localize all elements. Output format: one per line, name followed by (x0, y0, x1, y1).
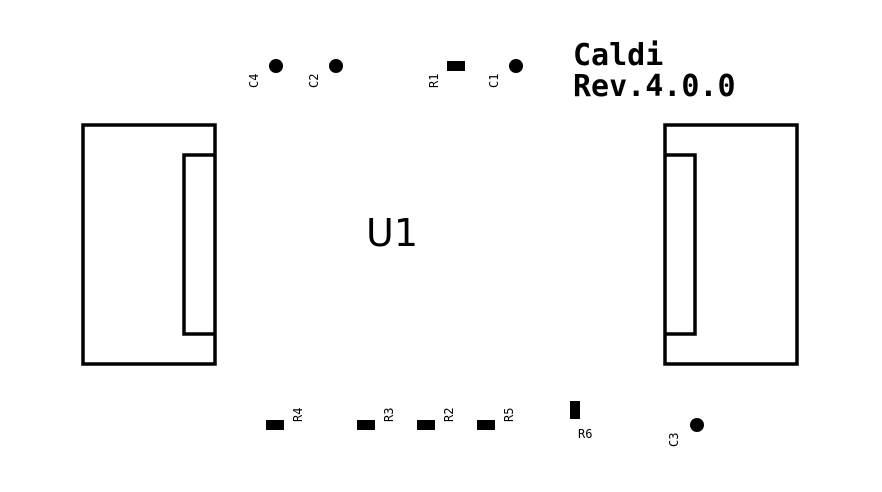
c3-label: C3 (667, 433, 681, 447)
r3-label: R3 (382, 408, 396, 422)
r1-label: R1 (427, 74, 441, 88)
r5-label: R5 (502, 408, 516, 422)
r3-pad (357, 420, 375, 430)
r2-pad (417, 420, 435, 430)
r2-label: R2 (442, 408, 456, 422)
c4-label: C4 (247, 74, 261, 88)
c2-label: C2 (307, 74, 321, 88)
r6-label: R6 (578, 427, 592, 441)
c3-pad (690, 418, 704, 432)
right-connector (663, 123, 799, 366)
c1-label: C1 (487, 74, 501, 88)
r4-label: R4 (291, 408, 305, 422)
chip-label-u1: U1 (366, 211, 418, 255)
c1-pad (509, 59, 523, 73)
r1-pad (447, 61, 465, 71)
board-name: Caldi (573, 38, 663, 73)
c2-pad (329, 59, 343, 73)
board-revision: Rev.4.0.0 (573, 69, 736, 104)
r4-pad (266, 420, 284, 430)
r5-pad (477, 420, 495, 430)
r6-pad (570, 401, 580, 419)
left-connector (81, 123, 217, 366)
c4-pad (269, 59, 283, 73)
